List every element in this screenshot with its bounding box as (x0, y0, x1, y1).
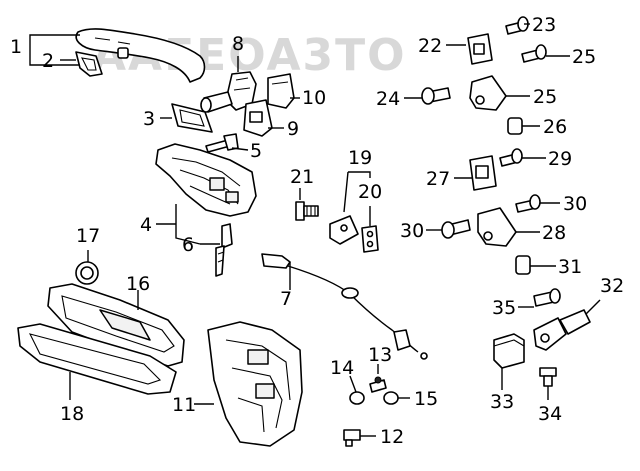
callout-21: 21 (290, 166, 314, 188)
callout-11: 11 (172, 394, 196, 416)
part-bolt-29 (499, 148, 523, 167)
callout-20: 20 (358, 181, 382, 203)
callout-18: 18 (60, 403, 84, 425)
callout-19: 19 (348, 147, 372, 169)
part-gasket-plate (171, 103, 213, 133)
part-rod (215, 223, 233, 277)
callout-9: 9 (287, 118, 299, 140)
callout-32: 32 (600, 275, 624, 297)
part-screw-13 (369, 376, 387, 393)
part-screw-5 (205, 133, 239, 153)
part-bolt-30-a (515, 194, 541, 213)
part-striker-bracket (467, 33, 493, 65)
part-grommet (75, 261, 99, 285)
callout-12: 12 (380, 426, 404, 448)
callout-25-b: 24 (376, 88, 400, 110)
callout-31: 31 (558, 256, 582, 278)
part-bolt-34 (539, 367, 557, 387)
part-lock-cylinder (200, 71, 257, 113)
part-hinge-28 (477, 207, 517, 247)
part-lock-actuator (207, 321, 303, 447)
callout-8: 8 (232, 33, 244, 55)
callout-25-a: 25 (572, 46, 596, 68)
part-screw-12 (343, 429, 361, 447)
part-cap (267, 73, 295, 109)
part-bolt-25-a (521, 44, 547, 63)
callout-34: 34 (538, 403, 562, 425)
callout-5: 5 (250, 140, 262, 162)
part-outer-handle (75, 28, 206, 83)
callout-10: 10 (302, 87, 326, 109)
part-handle-carrier (155, 143, 257, 217)
callout-30-a: 30 (563, 193, 587, 215)
callout-3: 3 (143, 108, 155, 130)
part-bracket-19 (329, 215, 359, 245)
part-inner-handle (47, 283, 185, 367)
callout-22: 22 (418, 35, 442, 57)
callout-35: 35 (492, 297, 516, 319)
callout-24: 23 (532, 14, 556, 36)
callout-27: 27 (426, 168, 450, 190)
callout-17: 17 (76, 225, 100, 247)
callout-29: 29 (548, 148, 572, 170)
callout-14: 14 (330, 357, 354, 379)
callout-15: 15 (414, 388, 438, 410)
callout-33: 33 (490, 391, 514, 413)
part-hinge-27 (469, 155, 497, 191)
part-plug-15 (383, 391, 399, 405)
part-trim-panel (17, 323, 177, 395)
part-bracket (243, 99, 273, 137)
callout-2: 2 (42, 50, 54, 72)
part-bushing-26 (507, 117, 523, 135)
part-cable (261, 253, 428, 360)
callout-16: 16 (126, 273, 150, 295)
part-bolt-24 (505, 16, 529, 35)
part-bolt-25-b (421, 87, 451, 105)
callout-6: 6 (182, 234, 194, 256)
callout-labels: 1 2 8 3 10 9 5 4 6 7 17 16 18 11 14 13 1… (10, 14, 624, 448)
part-bracket-20 (361, 225, 379, 253)
leader-lines (29, 23, 601, 437)
part-bushing-31 (515, 255, 531, 275)
callout-23: 25 (533, 86, 557, 108)
callout-30-b: 30 (400, 220, 424, 242)
callout-1: 1 (10, 36, 22, 58)
part-bolt-30-b (441, 219, 471, 239)
part-hinge-23 (469, 75, 507, 111)
part-bolt-35 (533, 288, 561, 307)
part-plug-14 (349, 391, 365, 405)
part-check-block (493, 333, 525, 369)
callout-26: 26 (543, 116, 567, 138)
callout-28: 28 (542, 222, 566, 244)
part-check-strap (533, 309, 591, 351)
part-bolt-21 (295, 201, 319, 221)
callout-7: 7 (280, 288, 292, 310)
callout-13: 13 (368, 344, 392, 366)
callout-4: 4 (140, 214, 152, 236)
